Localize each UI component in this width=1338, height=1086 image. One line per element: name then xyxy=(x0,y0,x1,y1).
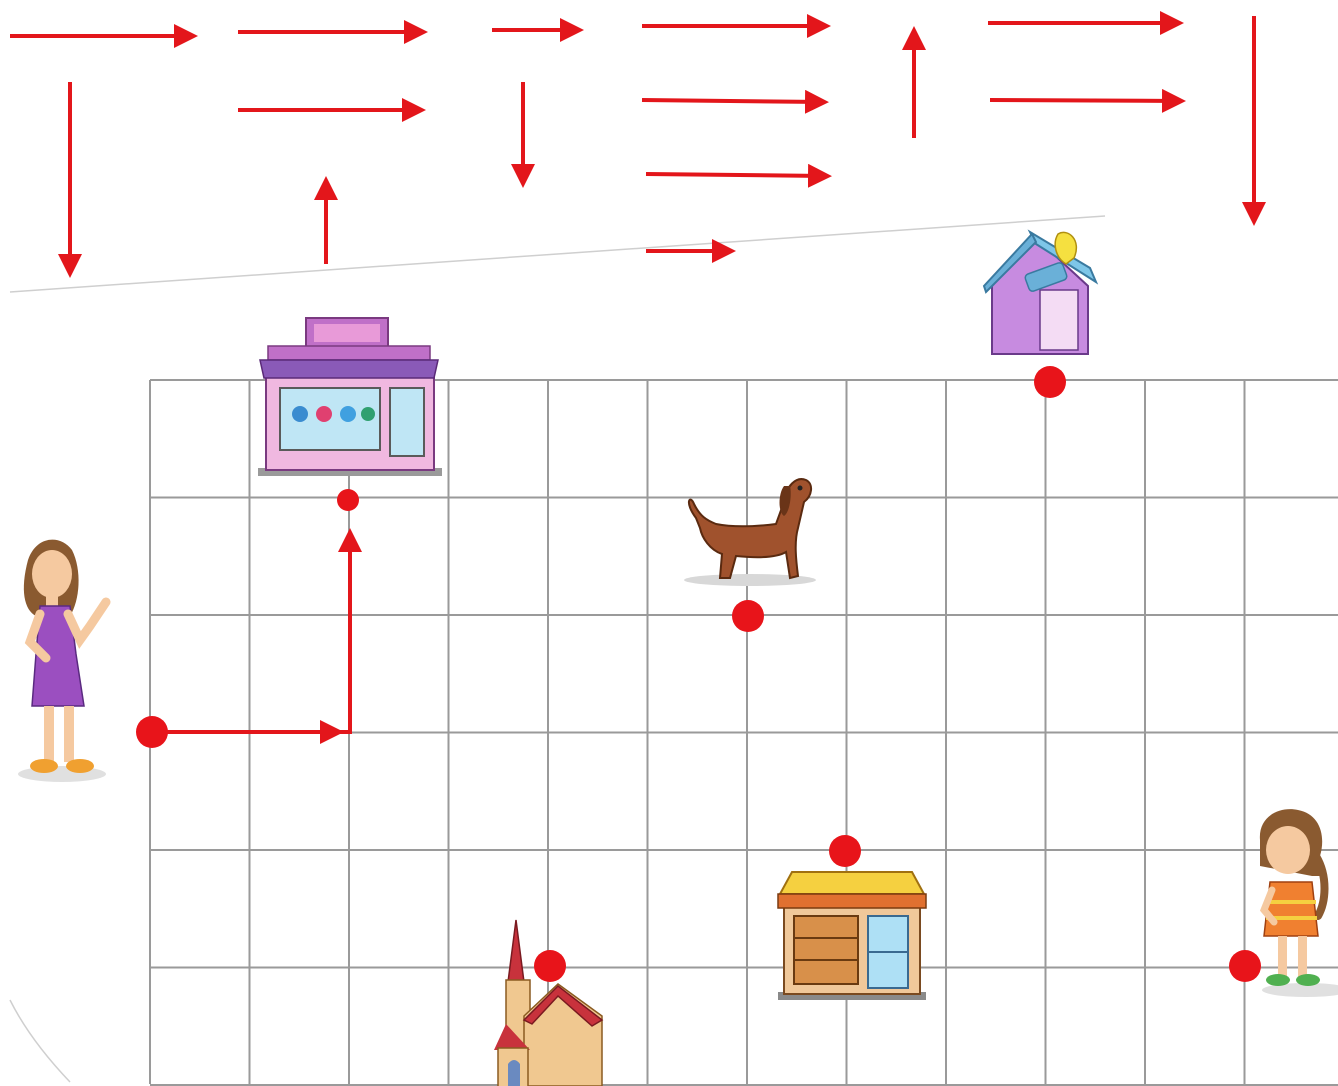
shop-marker xyxy=(337,489,359,511)
example-path xyxy=(152,534,352,732)
arrow-sequence-3 xyxy=(492,30,578,182)
bakery-icon xyxy=(778,872,926,1000)
church-marker xyxy=(534,950,566,982)
girl-right-marker xyxy=(1229,950,1261,982)
divider-line xyxy=(10,216,1105,292)
girl-right-icon xyxy=(1260,809,1338,997)
shop-icon xyxy=(258,318,442,476)
arrow-sequence-6 xyxy=(988,23,1180,101)
start-point-marker xyxy=(136,716,168,748)
dog-marker xyxy=(732,600,764,632)
bakery-marker xyxy=(829,835,861,867)
arrow-sequence-2 xyxy=(238,32,422,264)
dog-icon xyxy=(684,479,816,586)
page-curl xyxy=(10,1000,70,1082)
girl-left-icon xyxy=(18,540,106,782)
arrow-sequence-1 xyxy=(10,36,192,272)
house-icon xyxy=(984,232,1096,354)
arrow-right-icon xyxy=(990,100,1180,101)
arrow-right-icon xyxy=(646,174,826,176)
house-marker xyxy=(1034,366,1066,398)
arrow-sequence-4 xyxy=(642,26,826,251)
arrow-right-icon xyxy=(642,100,823,102)
